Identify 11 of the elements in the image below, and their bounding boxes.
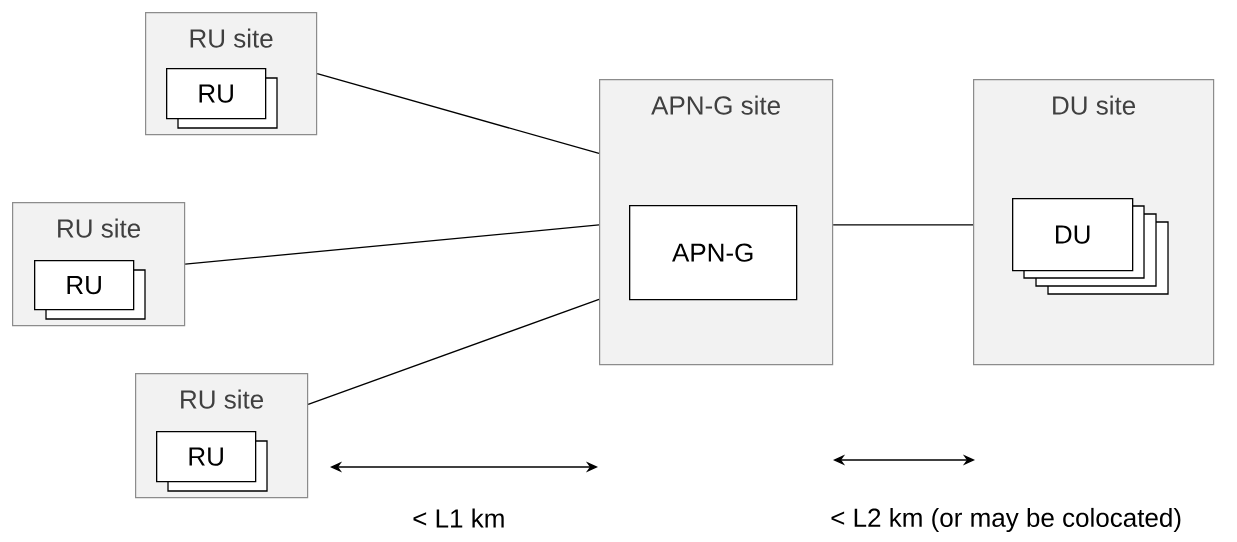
connector-line [832, 224, 974, 226]
connector-line [316, 72, 600, 155]
distance-label: < L1 km [413, 508, 504, 528]
connector-line [184, 224, 600, 265]
stacked-boxes: RU [156, 431, 268, 492]
stacked-boxes: RU [166, 68, 278, 129]
distance-label: < L2 km (or may be colocated) [831, 507, 1181, 533]
stacked-boxes: RU [34, 260, 146, 320]
component-box: APN-G [629, 205, 798, 301]
stacked-boxes: DU [1012, 198, 1169, 295]
connector-line [307, 298, 600, 405]
